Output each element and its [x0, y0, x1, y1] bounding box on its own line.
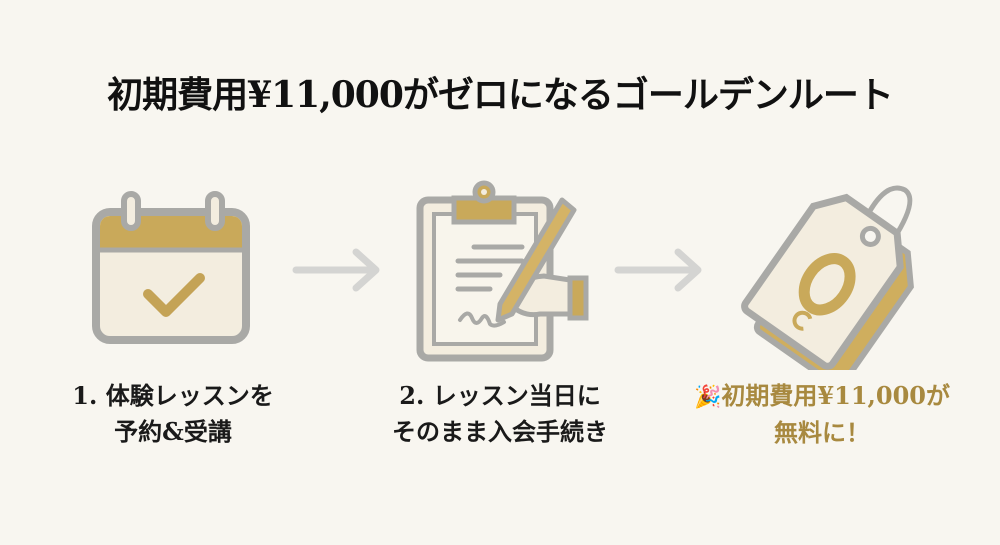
arrow-right-icon — [614, 248, 702, 292]
party-popper-icon: 🎉 — [694, 384, 722, 410]
price-tag-zero-icon — [741, 185, 914, 370]
step-3-line-1: 初期費用¥11,000が — [721, 381, 950, 410]
step-3-label: 🎉初期費用¥11,000が 無料に！ — [672, 378, 972, 451]
calendar-check-icon — [92, 191, 250, 344]
page-title: 初期費用¥11,000がゼロになるゴールデンルート — [107, 74, 894, 116]
arrow-right-icon — [292, 248, 380, 292]
clipboard-signature-icon — [416, 180, 589, 362]
step-2-line-1: 2. レッスン当日に — [399, 381, 601, 410]
step-2-label: 2. レッスン当日に そのまま入会手続き — [350, 378, 650, 450]
step-1-line-2: 予約&受講 — [114, 417, 232, 446]
step-2-line-2: そのまま入会手続き — [392, 417, 608, 446]
step-1-line-1: 1. 体験レッスンを — [72, 381, 274, 410]
step-3-line-2: 無料に！ — [774, 418, 870, 447]
step-1-label: 1. 体験レッスンを 予約&受講 — [23, 378, 323, 450]
